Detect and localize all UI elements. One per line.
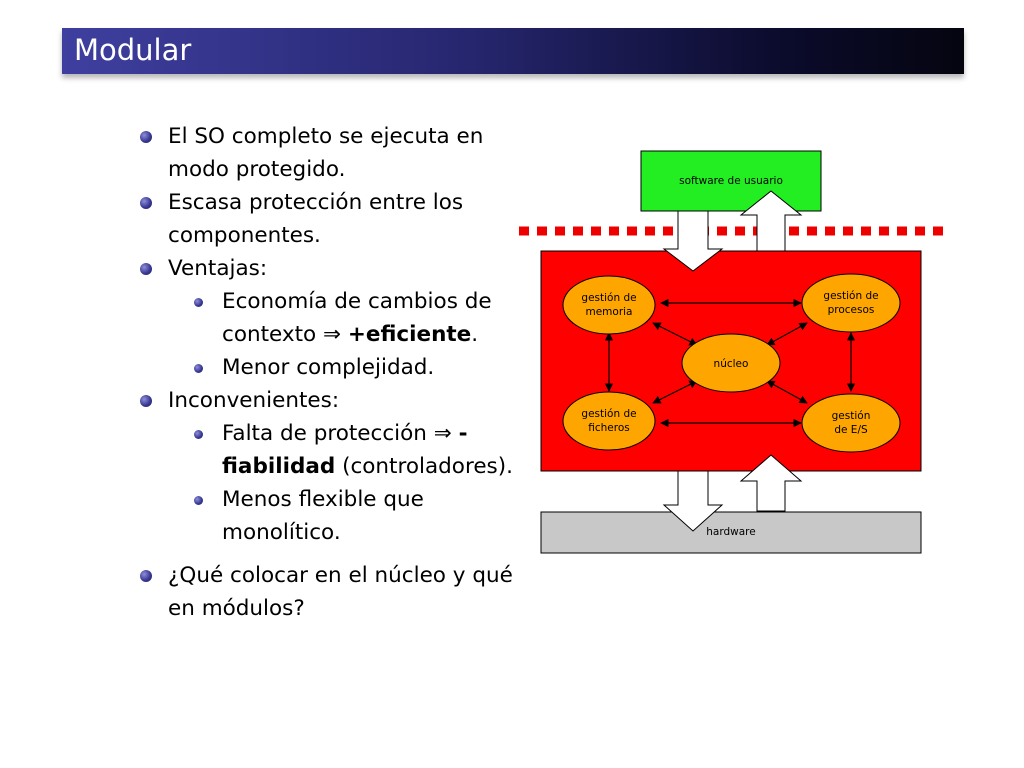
bullet-icon bbox=[140, 395, 152, 407]
up-arrow-icon bbox=[739, 190, 803, 252]
bullet-icon bbox=[140, 197, 152, 209]
sub-bullet-list: Falta de protección ⇒ -fiabilidad (contr… bbox=[168, 417, 513, 549]
sub-bullet-item: Menos flexible que monolítico. bbox=[194, 483, 513, 549]
sub-bullet-text: . bbox=[471, 322, 479, 347]
sub-bullet-icon bbox=[194, 364, 203, 373]
io-label-1: gestión bbox=[832, 410, 871, 422]
process-module bbox=[801, 273, 901, 333]
sub-bullet-icon bbox=[194, 298, 203, 307]
diagram-svg: software de usuario hardware gestión de … bbox=[519, 150, 951, 554]
sub-bullet-item: Menor complejidad. bbox=[194, 351, 513, 384]
bullet-text: El SO completo se ejecuta en modo proteg… bbox=[168, 124, 484, 182]
connector-arrow bbox=[652, 322, 698, 346]
down-arrow-icon bbox=[662, 470, 724, 532]
sub-bullet-text: (controladores). bbox=[335, 454, 513, 479]
sub-bullet-item: Falta de protección ⇒ -fiabilidad (contr… bbox=[194, 417, 513, 483]
bullet-item: El SO completo se ejecuta en modo proteg… bbox=[138, 120, 513, 186]
user-software-label: software de usuario bbox=[679, 175, 783, 187]
sub-bullet-text: Menos flexible que monolítico. bbox=[222, 487, 424, 545]
process-label-2: procesos bbox=[828, 304, 875, 316]
file-label-2: ficheros bbox=[588, 422, 629, 434]
kernel-core-label: núcleo bbox=[714, 358, 749, 370]
sub-bullet-text: Economía de cambios de contexto ⇒ bbox=[222, 289, 492, 347]
connector-arrow bbox=[652, 380, 698, 404]
connector-arrow bbox=[766, 322, 808, 346]
bullet-item: Inconvenientes: Falta de protección ⇒ -f… bbox=[138, 384, 513, 549]
sub-bullet-text: Menor complejidad. bbox=[222, 355, 435, 380]
bullet-icon bbox=[140, 570, 152, 582]
sub-bullet-item: Economía de cambios de contexto ⇒ +efici… bbox=[194, 285, 513, 351]
down-arrow-icon bbox=[662, 210, 724, 272]
sub-bullet-text: Falta de protección ⇒ bbox=[222, 421, 459, 446]
bullet-text: ¿Qué colocar en el núcleo y qué en módul… bbox=[168, 563, 513, 621]
io-label-2: de E/S bbox=[834, 424, 868, 436]
slide-title: Modular bbox=[74, 33, 192, 67]
kernel-core bbox=[681, 333, 781, 393]
title-bar: Modular bbox=[62, 28, 964, 74]
bullet-item: Escasa protección entre los componentes. bbox=[138, 186, 513, 252]
file-module bbox=[562, 391, 656, 451]
memory-label-1: gestión de bbox=[581, 292, 636, 304]
bold-text: +eficiente bbox=[347, 322, 472, 347]
bullet-text: Inconvenientes: bbox=[168, 388, 340, 413]
sub-bullet-icon bbox=[194, 430, 203, 439]
bold-text: -fiabilidad bbox=[222, 421, 468, 479]
connector-arrow bbox=[766, 380, 808, 404]
user-software-box bbox=[640, 150, 822, 212]
file-label-1: gestión de bbox=[581, 408, 636, 420]
hardware-box bbox=[540, 511, 922, 554]
memory-label-2: memoria bbox=[585, 306, 632, 318]
bullet-item: ¿Qué colocar en el núcleo y qué en módul… bbox=[138, 559, 513, 625]
hardware-label: hardware bbox=[706, 526, 755, 538]
sub-bullet-icon bbox=[194, 496, 203, 505]
bullet-icon bbox=[140, 263, 152, 275]
bullet-item: Ventajas: Economía de cambios de context… bbox=[138, 252, 513, 384]
memory-module bbox=[562, 275, 656, 335]
bullet-list: El SO completo se ejecuta en modo proteg… bbox=[138, 120, 513, 625]
os-architecture-diagram: software de usuario hardware gestión de … bbox=[515, 145, 955, 565]
process-label-1: gestión de bbox=[823, 290, 878, 302]
bullet-text: Escasa protección entre los componentes. bbox=[168, 190, 464, 248]
io-module bbox=[801, 393, 901, 453]
bullet-icon bbox=[140, 131, 152, 143]
bullet-text: Ventajas: bbox=[168, 256, 268, 281]
sub-bullet-list: Economía de cambios de contexto ⇒ +efici… bbox=[168, 285, 513, 384]
up-arrow-icon bbox=[739, 454, 803, 512]
